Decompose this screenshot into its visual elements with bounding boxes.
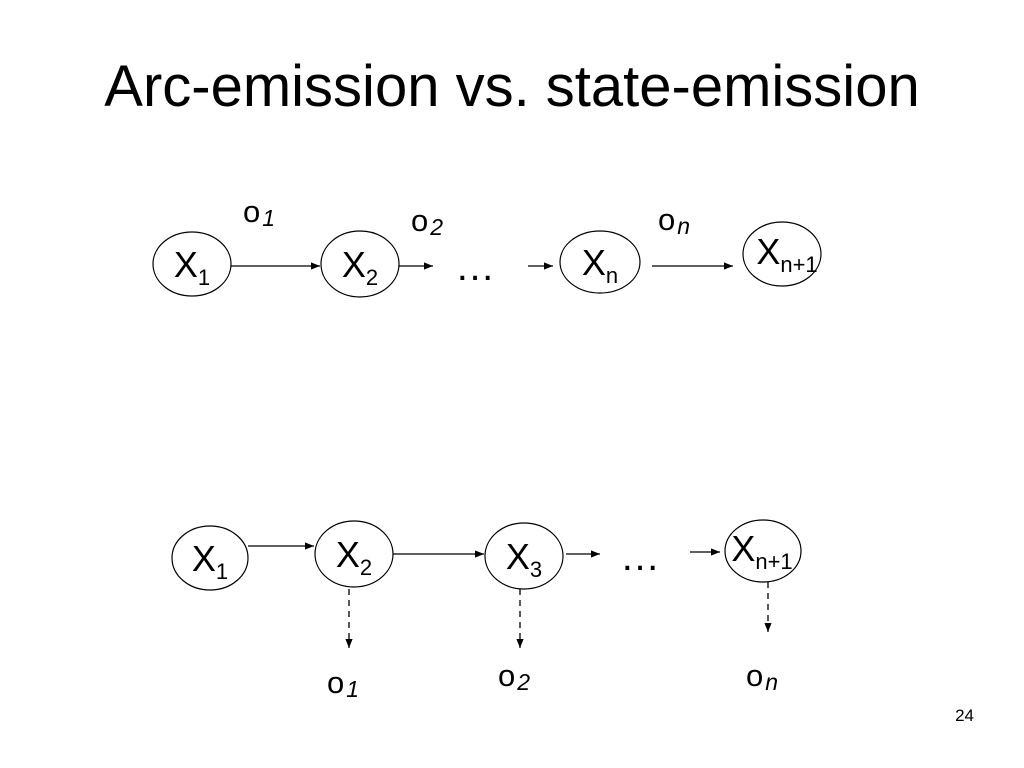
node-subscript: 2: [360, 555, 372, 580]
node-subscript: 3: [530, 557, 542, 582]
node-base: X: [174, 244, 198, 285]
arc-ellipsis: …: [455, 245, 497, 289]
state-emission-diagram: X1 X2 X3 Xn+1 … o1 o2 on: [171, 519, 802, 702]
arc-node-x2: X2: [320, 230, 400, 298]
slide-title: Arc-emission vs. state-emission: [104, 54, 920, 119]
obs-subscript: n: [765, 669, 778, 695]
svg-text:Xn+1: Xn+1: [731, 528, 792, 574]
svg-text:X2: X2: [336, 534, 372, 580]
node-base: X: [756, 231, 780, 272]
node-subscript: n+1: [755, 549, 792, 574]
node-subscript: n+1: [780, 252, 817, 277]
svg-text:X3: X3: [506, 536, 542, 582]
state-emission-on: on: [746, 658, 778, 695]
node-subscript: 1: [198, 265, 210, 290]
arc-node-xn1: Xn+1: [742, 221, 822, 287]
node-base: X: [582, 242, 606, 283]
svg-text:Xn+1: Xn+1: [756, 231, 817, 277]
state-node-x2: X2: [314, 520, 394, 588]
svg-text:X2: X2: [342, 244, 378, 290]
svg-text:X1: X1: [192, 538, 228, 584]
state-node-x3: X3: [484, 522, 564, 590]
obs-base: o: [658, 202, 675, 237]
obs-base: o: [498, 658, 515, 693]
node-subscript: n: [606, 263, 618, 288]
state-emission-o1: o1: [327, 665, 359, 702]
state-node-x1: X1: [171, 525, 249, 591]
arc-emission-diagram: X1 X2 Xn Xn+1 … o1 o2 on: [152, 194, 822, 298]
node-subscript: 1: [216, 559, 228, 584]
svg-text:Xn: Xn: [582, 242, 618, 288]
arc-label-on: on: [658, 202, 690, 239]
node-base: X: [192, 538, 216, 579]
node-base: X: [342, 244, 366, 285]
obs-base: o: [746, 658, 763, 693]
obs-subscript: 2: [429, 214, 443, 240]
state-emission-o2: o2: [498, 658, 530, 695]
state-node-xn1: Xn+1: [724, 519, 802, 583]
state-ellipsis: …: [620, 535, 662, 579]
arc-node-xn: Xn: [559, 230, 641, 294]
obs-subscript: 1: [346, 676, 359, 702]
obs-subscript: 2: [516, 669, 530, 695]
node-base: X: [336, 534, 360, 575]
arc-label-o1: o1: [243, 194, 275, 231]
node-subscript: 2: [366, 265, 378, 290]
svg-text:X1: X1: [174, 244, 210, 290]
arc-label-o2: o2: [411, 203, 443, 240]
obs-subscript: n: [677, 213, 690, 239]
node-base: X: [731, 528, 755, 569]
obs-base: o: [327, 665, 344, 700]
arc-node-x1: X1: [152, 231, 232, 297]
obs-base: o: [411, 203, 428, 238]
page-number: 24: [955, 706, 974, 725]
obs-base: o: [243, 194, 260, 229]
node-base: X: [506, 536, 530, 577]
obs-subscript: 1: [262, 205, 275, 231]
